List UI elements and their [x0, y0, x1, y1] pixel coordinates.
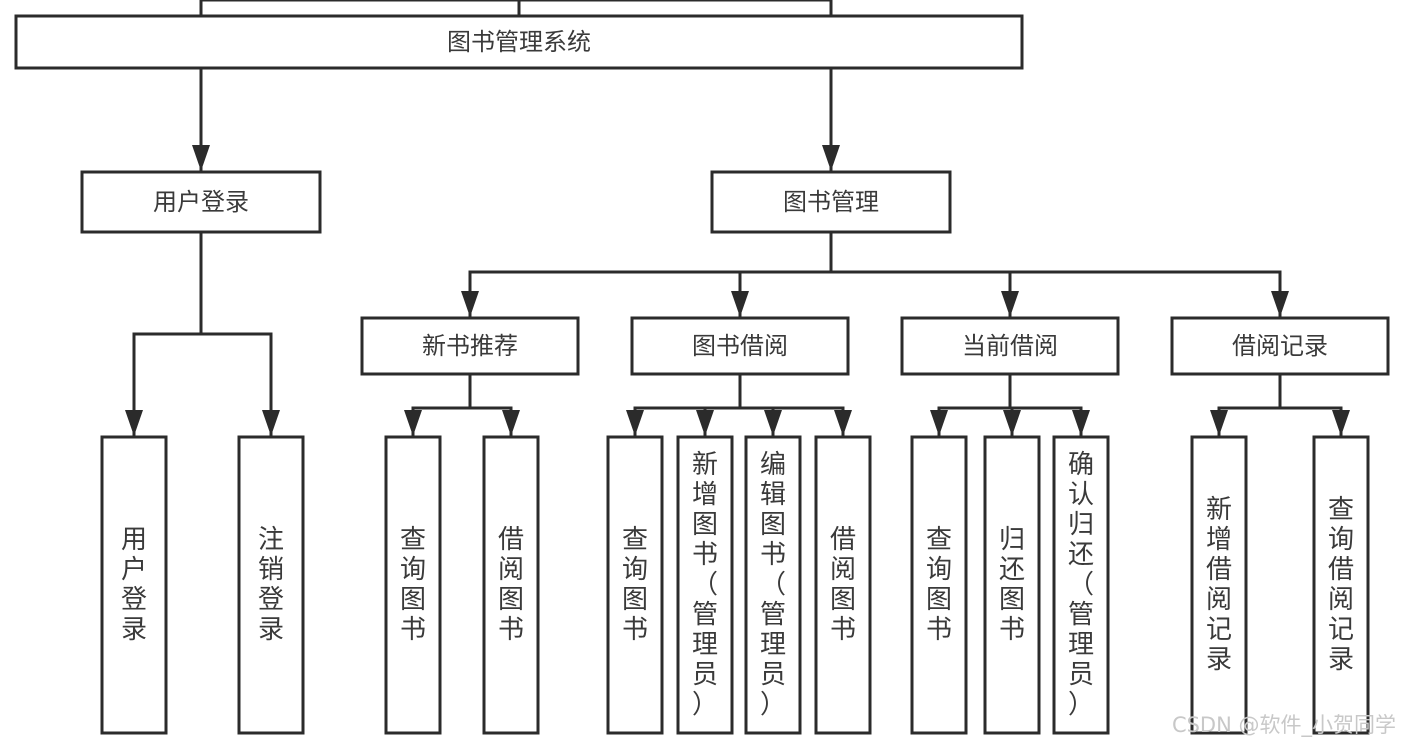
- node-box-leaf-confirm-return-admin: [1052, 435, 1110, 735]
- node-box-borrow-record: [1170, 316, 1390, 376]
- node-new-book-recommend[interactable]: 新书推荐: [360, 316, 580, 376]
- node-label-book-borrow: 图书借阅: [692, 332, 788, 360]
- node-label-leaf-add-book-admin: 新增图书（管理员）: [692, 450, 718, 720]
- node-box-leaf-query-book-current: [910, 435, 968, 735]
- node-label-leaf-return-book: 归还图书: [999, 525, 1025, 645]
- node-box-leaf-borrow-book-recommend: [482, 435, 540, 735]
- arrow-head-book-borrow: [731, 291, 749, 317]
- node-box-book-management: [710, 170, 952, 234]
- node-box-leaf-add-borrow-record: [1190, 435, 1248, 735]
- node-label-leaf-query-book-current: 查询图书: [926, 525, 952, 645]
- node-box-leaf-query-book-recommend: [384, 435, 442, 735]
- node-label-book-management: 图书管理: [783, 188, 879, 216]
- node-borrow-record[interactable]: 借阅记录: [1170, 316, 1390, 376]
- node-user-login[interactable]: 用户登录: [80, 170, 322, 234]
- node-leaf-confirm-return-admin[interactable]: 确认归还（管理员）: [1052, 435, 1110, 735]
- node-leaf-logout-login[interactable]: 注销登录: [237, 435, 305, 735]
- node-label-leaf-borrow-book: 借阅图书: [830, 525, 856, 645]
- arrow-head-leaf-query-book-borrow: [626, 410, 644, 436]
- node-label-current-borrow: 当前借阅: [962, 332, 1058, 360]
- arrow-head-leaf-query-book-current: [930, 410, 948, 436]
- arrow-head-leaf-query-borrow-record: [1332, 410, 1350, 436]
- node-leaf-query-borrow-record[interactable]: 查询借阅记录: [1312, 435, 1370, 735]
- node-book-management[interactable]: 图书管理: [710, 170, 952, 234]
- node-box-current-borrow: [900, 316, 1120, 376]
- node-leaf-add-borrow-record[interactable]: 新增借阅记录: [1190, 435, 1248, 735]
- node-leaf-edit-book-admin[interactable]: 编辑图书（管理员）: [744, 435, 802, 735]
- node-label-leaf-confirm-return-admin: 确认归还（管理员）: [1068, 450, 1094, 720]
- node-box-new-book-recommend: [360, 316, 580, 376]
- node-label-leaf-borrow-book-recommend: 借阅图书: [498, 525, 524, 645]
- node-root[interactable]: 图书管理系统: [14, 14, 1024, 70]
- arrow-head-leaf-query-book-recommend: [404, 410, 422, 436]
- node-box-leaf-add-book-admin: [676, 435, 734, 735]
- arrow-head-leaf-edit-book-admin: [764, 410, 782, 436]
- node-box-book-borrow: [630, 316, 850, 376]
- node-box-leaf-logout-login: [237, 435, 305, 735]
- node-label-leaf-user-login: 用户登录: [121, 525, 147, 645]
- arrow-head-leaf-add-book-admin: [696, 410, 714, 436]
- node-box-leaf-borrow-book: [814, 435, 872, 735]
- arrow-head-leaf-user-login: [125, 410, 143, 436]
- node-box-user-login: [80, 170, 322, 234]
- node-current-borrow[interactable]: 当前借阅: [900, 316, 1120, 376]
- node-box-leaf-return-book: [983, 435, 1041, 735]
- node-box-leaf-user-login: [100, 435, 168, 735]
- node-box-leaf-query-book-borrow: [606, 435, 664, 735]
- arrow-head-book-management: [822, 145, 840, 171]
- node-box-root: [14, 14, 1024, 70]
- arrow-head-leaf-borrow-book-recommend: [502, 410, 520, 436]
- node-label-leaf-logout-login: 注销登录: [258, 525, 284, 645]
- node-label-leaf-query-book-borrow: 查询图书: [622, 525, 648, 645]
- arrow-head-leaf-add-borrow-record: [1210, 410, 1228, 436]
- node-book-borrow[interactable]: 图书借阅: [630, 316, 850, 376]
- arrow-head-borrow-record: [1271, 291, 1289, 317]
- arrow-head-leaf-borrow-book: [834, 410, 852, 436]
- node-label-borrow-record: 借阅记录: [1232, 332, 1328, 360]
- arrow-head-leaf-confirm-return-admin: [1072, 410, 1090, 436]
- node-label-leaf-edit-book-admin: 编辑图书（管理员）: [760, 450, 786, 720]
- node-leaf-user-login[interactable]: 用户登录: [100, 435, 168, 735]
- node-label-root: 图书管理系统: [447, 28, 591, 56]
- arrow-head-leaf-logout-login: [262, 410, 280, 436]
- node-leaf-add-book-admin[interactable]: 新增图书（管理员）: [676, 435, 734, 735]
- arrow-head-new-book-recommend: [461, 291, 479, 317]
- node-label-leaf-add-borrow-record: 新增借阅记录: [1206, 495, 1232, 675]
- csdn-watermark: CSDN @软件_小贺同学: [1172, 713, 1396, 738]
- node-label-leaf-query-borrow-record: 查询借阅记录: [1328, 495, 1354, 675]
- node-leaf-query-book-current[interactable]: 查询图书: [910, 435, 968, 735]
- node-leaf-borrow-book[interactable]: 借阅图书: [814, 435, 872, 735]
- node-box-leaf-edit-book-admin: [744, 435, 802, 735]
- node-leaf-query-book-borrow[interactable]: 查询图书: [606, 435, 664, 735]
- node-box-leaf-query-borrow-record: [1312, 435, 1370, 735]
- arrow-head-current-borrow: [1001, 291, 1019, 317]
- node-leaf-query-book-recommend[interactable]: 查询图书: [384, 435, 442, 735]
- node-leaf-borrow-book-recommend[interactable]: 借阅图书: [482, 435, 540, 735]
- node-label-new-book-recommend: 新书推荐: [422, 332, 518, 360]
- arrow-head-leaf-return-book: [1003, 410, 1021, 436]
- boxes-layer: 图书管理系统用户登录图书管理新书推荐图书借阅当前借阅借阅记录用户登录注销登录查询…: [14, 14, 1390, 735]
- connectors-layer: [125, 0, 1350, 438]
- arrow-head-user-login: [192, 145, 210, 171]
- node-label-user-login: 用户登录: [153, 188, 249, 216]
- node-label-leaf-query-book-recommend: 查询图书: [400, 525, 426, 645]
- node-leaf-return-book[interactable]: 归还图书: [983, 435, 1041, 735]
